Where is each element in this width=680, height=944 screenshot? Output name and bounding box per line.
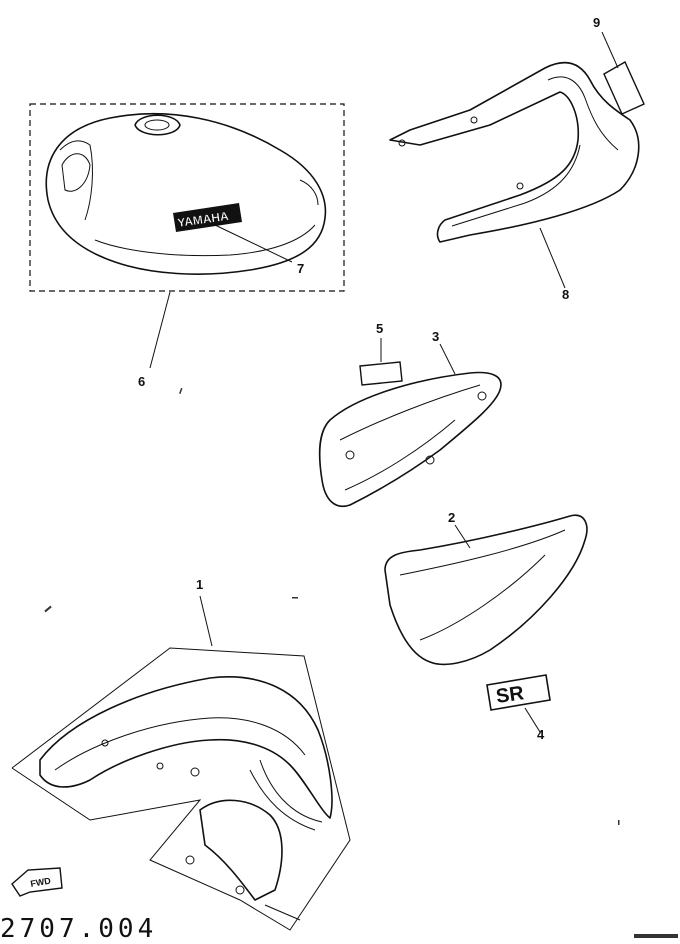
callout-4: 4 [537,727,545,742]
front-fender-1 [11,595,351,931]
forward-direction-arrow: FWD [11,867,63,897]
callout-7: 7 [297,261,305,276]
callout-3: 3 [432,329,440,344]
fuel-tank-assembly: YAMAHA [29,103,345,369]
callout-1: 1 [196,577,204,592]
decal-9 [601,31,645,115]
sr-badge: SR [486,674,551,733]
side-cover-2 [384,514,588,666]
callout-8: 8 [562,287,570,302]
seat-frame-8 [389,61,640,289]
yamaha-emblem: YAMAHA [173,203,242,232]
fender-bracket [199,799,283,901]
callout-6: 6 [138,374,146,389]
callout-9: 9 [593,15,601,30]
fuel-tank [45,112,327,275]
callout-5: 5 [376,321,384,336]
label-5 [359,338,403,386]
scan-marks [44,387,678,938]
fwd-arrow-text: FWD [30,875,52,888]
figure-number: 2707.004 [0,914,158,944]
callout-2: 2 [448,510,456,525]
side-cover-3 [318,343,502,507]
sr-badge-text: SR [495,682,526,708]
fuel-cap [134,114,181,136]
